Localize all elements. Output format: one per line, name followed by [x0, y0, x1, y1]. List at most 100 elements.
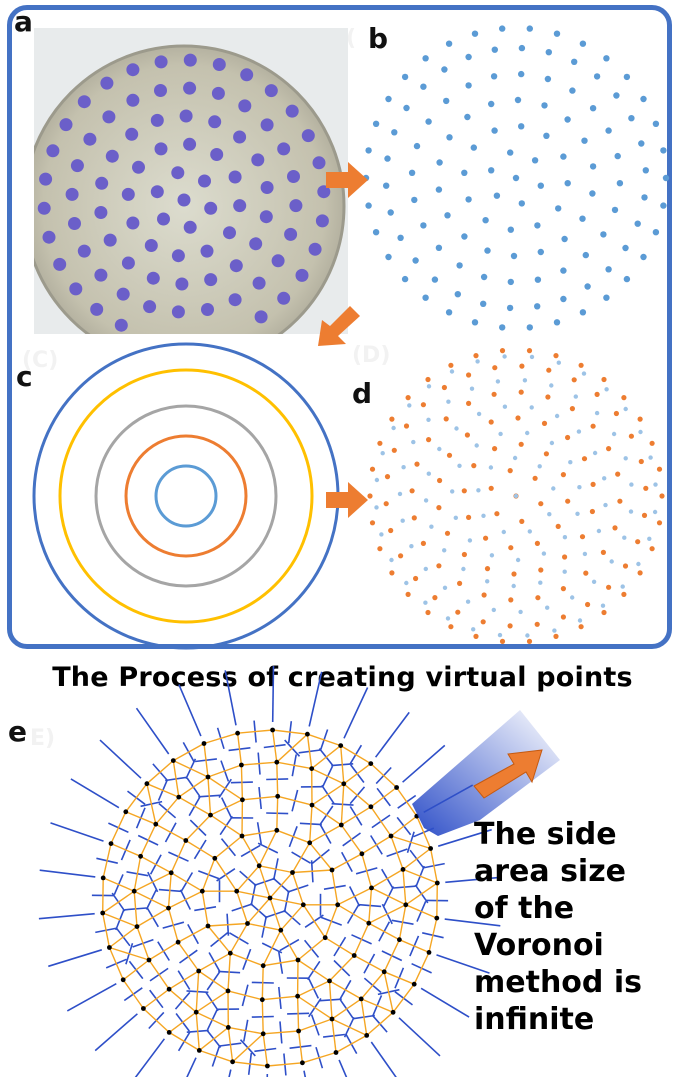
point-d-virtual — [501, 529, 506, 535]
delaunay-edge — [108, 947, 124, 981]
node-point — [141, 1006, 146, 1011]
point-b — [397, 234, 404, 241]
panel-e-voronoi — [38, 665, 560, 1077]
point-b — [526, 324, 533, 331]
node-point — [120, 977, 126, 983]
point-d-orange — [590, 423, 596, 429]
point-d-virtual — [562, 569, 567, 574]
delaunay-edge — [309, 842, 333, 871]
dish-dot — [198, 174, 211, 188]
point-d-virtual — [513, 493, 519, 499]
dish-dot — [154, 142, 168, 156]
delaunay-edge — [331, 853, 363, 871]
point-d-virtual — [582, 551, 588, 557]
dish-dot — [252, 276, 266, 290]
dish-dot — [171, 249, 185, 263]
point-d-virtual — [400, 518, 405, 523]
delaunay-edge — [185, 839, 216, 859]
point-b — [541, 102, 548, 109]
point-d-orange — [414, 461, 420, 467]
delaunay-edge — [133, 856, 142, 892]
node-point — [208, 812, 213, 818]
node-point — [245, 921, 250, 926]
point-b — [420, 222, 427, 229]
point-b — [465, 53, 472, 61]
delaunay-edge — [271, 729, 278, 763]
delaunay-edge — [368, 922, 400, 941]
point-b — [584, 283, 591, 290]
point-d-virtual — [549, 440, 555, 446]
point-d-virtual — [446, 399, 451, 404]
delaunay-edge — [390, 835, 431, 850]
delaunay-edge — [109, 946, 150, 961]
delaunay-edge — [340, 806, 372, 826]
point-b — [385, 95, 392, 103]
point-d-orange — [446, 452, 453, 458]
point-b — [622, 244, 629, 252]
dish-dot — [46, 144, 60, 158]
delaunay-edge — [210, 814, 243, 837]
point-b — [616, 180, 624, 187]
delaunay-edge — [335, 1034, 368, 1054]
point-d-orange — [441, 384, 447, 391]
point-d-orange — [466, 514, 472, 520]
ring-orange — [124, 434, 248, 558]
dish-dot — [260, 181, 274, 194]
point-d-orange — [494, 511, 500, 517]
point-b — [507, 149, 514, 156]
point-d-virtual — [397, 491, 403, 497]
point-d-orange — [601, 609, 607, 616]
node-point — [175, 939, 181, 945]
point-b — [571, 58, 578, 65]
delaunay-edge — [201, 891, 209, 927]
delaunay-edge — [306, 734, 313, 769]
point-b — [465, 82, 472, 89]
delaunay-edge — [102, 912, 111, 948]
point-b — [589, 105, 597, 112]
delaunay-edge — [396, 787, 418, 817]
point-d-orange — [507, 468, 513, 474]
point-d-orange — [369, 466, 376, 472]
point-d-virtual — [461, 566, 466, 572]
point-b — [581, 137, 588, 144]
point-d-orange — [488, 485, 494, 491]
delaunay-edge — [110, 842, 141, 857]
node-point — [309, 802, 315, 808]
dish-dot — [277, 142, 291, 156]
point-d-orange — [473, 633, 479, 639]
point-b — [662, 174, 670, 182]
point-b — [537, 248, 544, 256]
delaunay-edge — [177, 925, 209, 943]
delaunay-edge — [307, 733, 341, 747]
point-d-virtual — [401, 465, 406, 470]
voronoi-ray — [94, 1013, 138, 1052]
point-b — [436, 159, 443, 166]
node-point — [338, 822, 344, 828]
dish-dot — [177, 193, 191, 207]
node-point — [230, 1059, 236, 1065]
node-point — [305, 731, 310, 737]
point-d-orange — [594, 391, 600, 397]
point-b — [507, 226, 514, 233]
point-d-orange — [560, 472, 566, 478]
dish-dot — [105, 149, 119, 163]
node-point — [322, 935, 328, 941]
delaunay-edge — [383, 939, 401, 973]
voronoi-ray — [374, 711, 410, 758]
delaunay-edge — [337, 904, 370, 924]
node-point — [201, 741, 207, 746]
point-d-orange — [635, 539, 641, 545]
delaunay-edge — [280, 929, 299, 961]
delaunay-edge — [436, 882, 438, 919]
point-d-virtual — [442, 548, 447, 553]
point-b — [372, 120, 380, 128]
voronoi-ray — [99, 739, 142, 779]
point-b — [579, 309, 587, 316]
node-point — [338, 743, 344, 748]
node-point — [300, 1060, 305, 1066]
point-d-virtual — [652, 509, 658, 515]
point-b — [534, 303, 541, 310]
dish-dot — [83, 132, 97, 146]
point-d-orange — [583, 570, 589, 576]
delaunay-edge — [228, 1026, 264, 1035]
